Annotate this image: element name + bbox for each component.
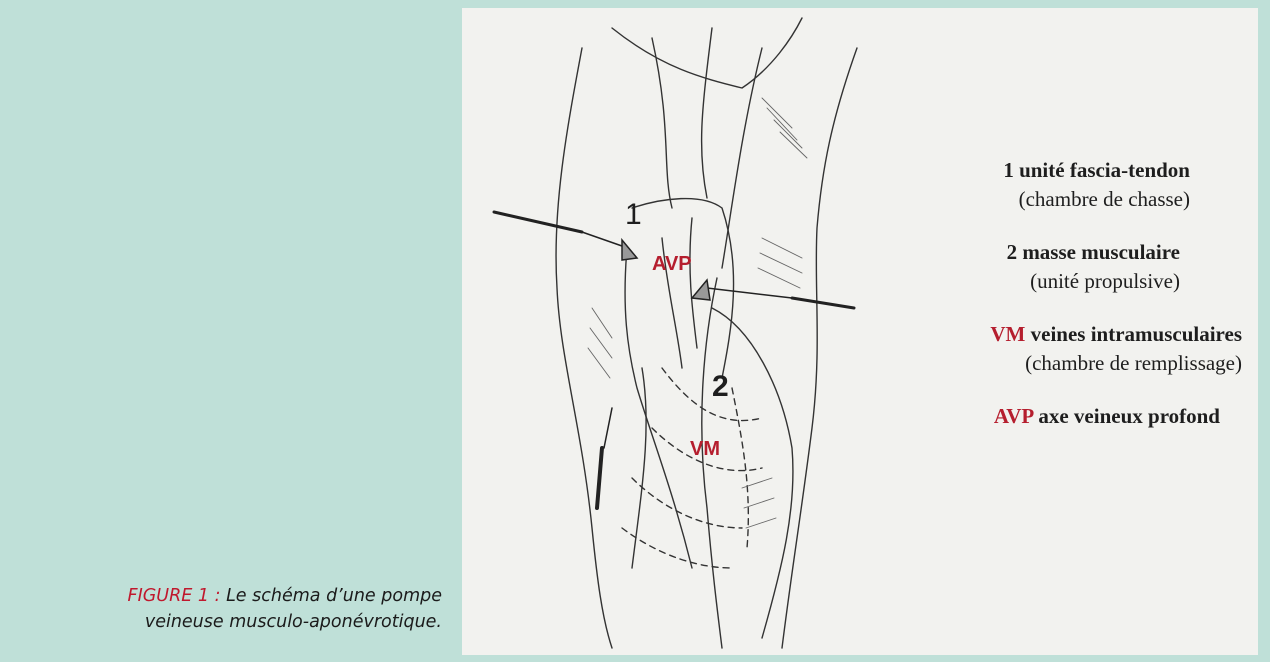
legend-sub: (unité propulsive) (852, 267, 1180, 296)
calf-outline-left (556, 48, 612, 648)
calf-outline-right (782, 48, 857, 648)
label-1: 1 (625, 198, 642, 231)
legend-text: veines intramusculaires (1031, 322, 1242, 346)
label-avp: AVP (652, 253, 692, 275)
caption-line2: veineuse musculo-aponévrotique. (145, 612, 442, 632)
figure-caption: FIGURE 1 : Le schéma d’une pompe veineus… (92, 583, 442, 635)
legend-key: AVP (994, 404, 1033, 428)
caption-line1: Le schéma d’une pompe (226, 586, 442, 606)
legend-entry-2: 2 masse musculaire (unité propulsive) (852, 238, 1242, 296)
legend-entry-1: 1 unité fascia-tendon (chambre de chasse… (852, 156, 1242, 214)
legend-key: 2 (1007, 240, 1018, 264)
label-2: 2 (712, 370, 729, 403)
legend-sub: (chambre de chasse) (852, 185, 1190, 214)
label-vm: VM (690, 438, 720, 460)
legend-entry-avp: AVP axe veineux profond (852, 402, 1242, 431)
legend-key: 1 (1003, 158, 1014, 182)
legend-key: VM (990, 322, 1025, 346)
caption-label: FIGURE 1 : (128, 586, 221, 606)
legend: 1 unité fascia-tendon (chambre de chasse… (852, 156, 1242, 455)
figure-panel: 1 2 AVP VM 1 unité fascia-tendon (chambr… (462, 8, 1258, 655)
legend-text: axe veineux profond (1038, 404, 1220, 428)
legend-entry-vm: VM veines intramusculaires (chambre de r… (852, 320, 1242, 378)
legend-text: unité fascia-tendon (1019, 158, 1190, 182)
legend-sub: (chambre de remplissage) (852, 349, 1242, 378)
legend-text: masse musculaire (1022, 240, 1180, 264)
